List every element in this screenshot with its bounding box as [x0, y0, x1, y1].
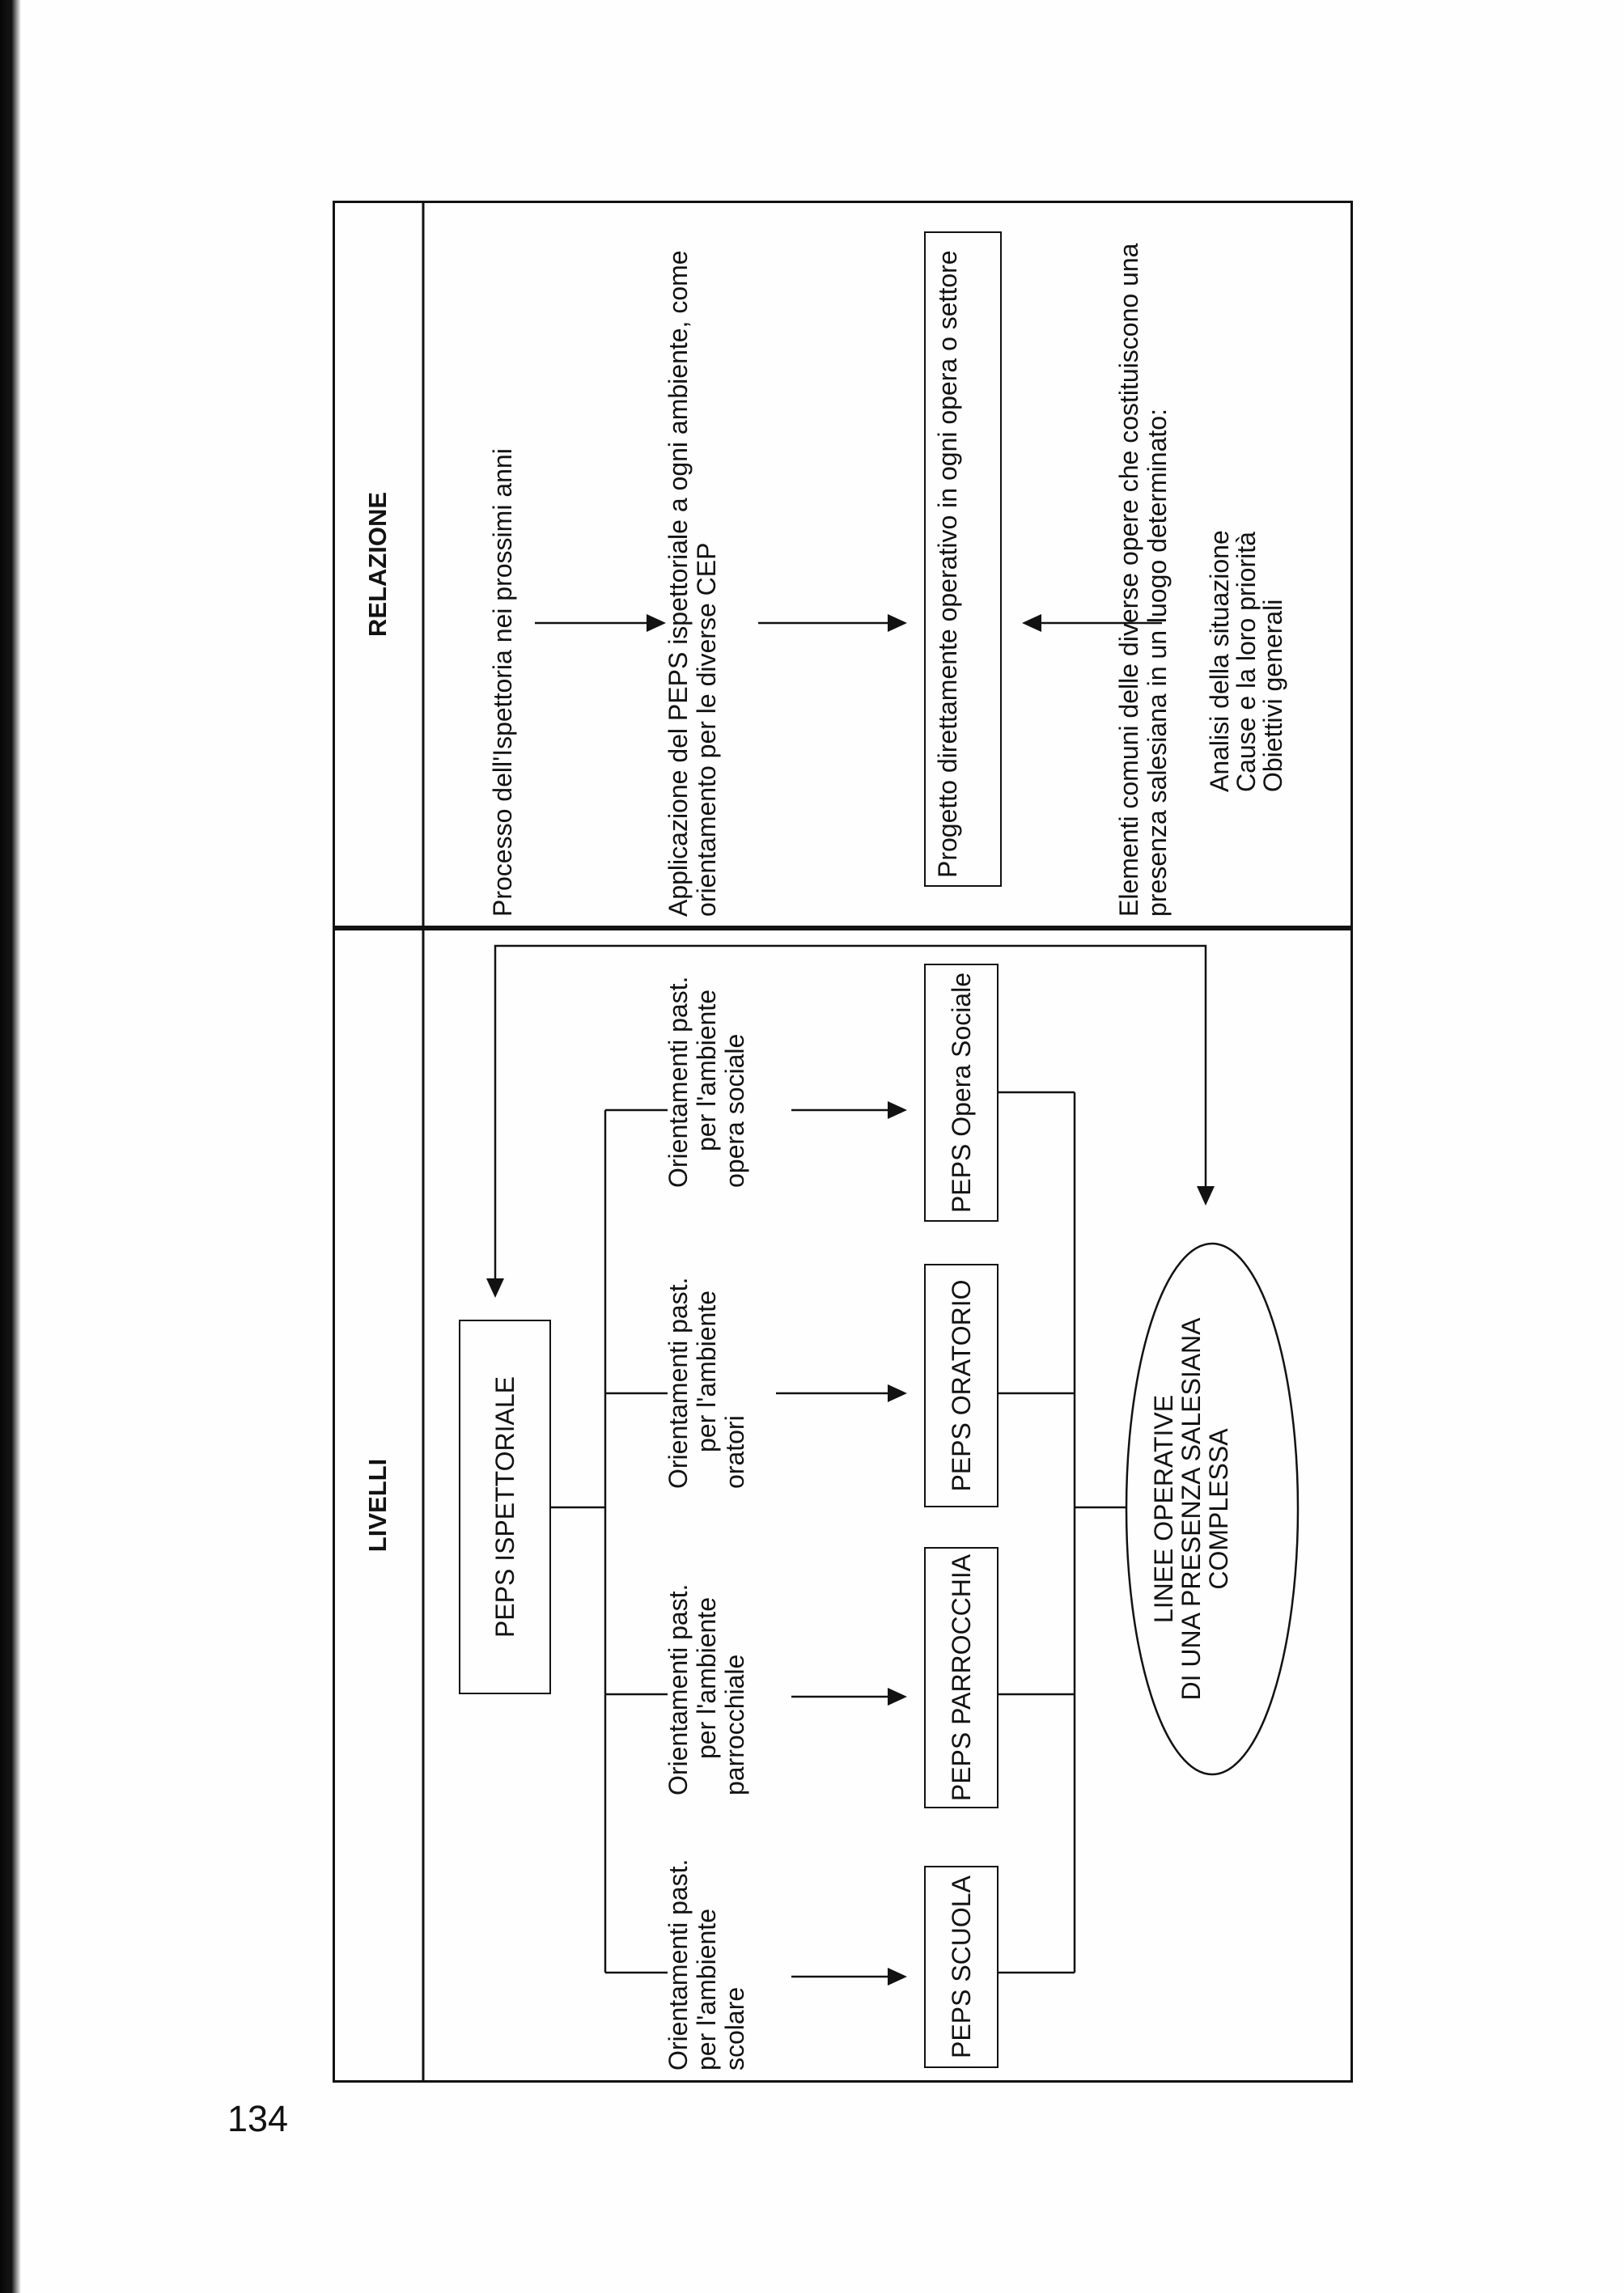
applicazione-line: Applicazione del PEPS ispettoriale a ogn… — [664, 250, 693, 917]
peps-oratorio-box: PEPS ORATORIO — [924, 1264, 999, 1507]
arrowhead-to-ispettoriale — [486, 1278, 504, 1298]
orientamenti-oratori: Orientamenti past. per l'ambiente orator… — [664, 1278, 749, 1489]
diagram-lines — [333, 201, 1353, 2083]
elementi-line: presenza salesiana in un luogo determina… — [1143, 409, 1172, 917]
arrowhead-scuola — [888, 1968, 907, 1986]
orientamenti-scolare: Orientamenti past. per l'ambiente scolar… — [664, 1859, 749, 2070]
orientamenti-opera-sociale: Orientamenti past. per l'ambiente opera … — [664, 977, 749, 1188]
orientamenti-line: Orientamenti past. — [664, 976, 693, 1188]
scan-edge-shadow — [0, 0, 21, 2293]
ellipse-line: DI UNA PRESENZA SALESIANA — [1177, 1317, 1206, 1701]
elementi-line: Elementi comuni delle diverse opere che … — [1114, 243, 1143, 917]
orientamenti-line: per l'ambiente — [692, 1909, 721, 2070]
progetto-label: Progetto direttamente operativo in ogni … — [933, 250, 962, 878]
feedback-connector-line — [494, 944, 1207, 1282]
arrowhead-applicazione — [888, 614, 907, 632]
orientamenti-line: Orientamenti past. — [664, 1859, 693, 2070]
peps-ispettoriale-box: PEPS ISPETTORIALE — [459, 1320, 551, 1694]
peps-ispettoriale-label: PEPS ISPETTORIALE — [490, 1375, 519, 1638]
arrowhead-oratorio — [888, 1384, 907, 1402]
orientamenti-line: parrocchiale — [720, 1654, 749, 1795]
arrowhead-opera-sociale — [888, 1101, 907, 1119]
linee-operative-text: LINEE OPERATIVE DI UNA PRESENZA SALESIAN… — [1149, 1266, 1233, 1752]
processo-text: Processo dell'Ispettoria nei prossimi an… — [488, 448, 517, 917]
arrowhead-to-ellipse — [1197, 1186, 1215, 1206]
page-number: 134 — [227, 2098, 289, 2139]
elementi-text: Elementi comuni delle diverse opere che … — [1114, 243, 1172, 917]
peps-opera-sociale-box: PEPS Opera Sociale — [924, 964, 999, 1222]
header-livelli: LIVELLI — [363, 1458, 392, 1553]
ellipse-line: LINEE OPERATIVE — [1149, 1394, 1178, 1624]
peps-parrocchia-box: PEPS PARROCCHIA — [924, 1547, 999, 1808]
ellipse-line: COMPLESSA — [1204, 1428, 1233, 1590]
elementi-list-item: Obiettivi generali — [1258, 599, 1287, 792]
arrowhead-elementi — [1022, 614, 1041, 632]
peps-parrocchia-label: PEPS PARROCCHIA — [946, 1553, 976, 1802]
elementi-list-item: Analisi della situazione — [1205, 530, 1234, 792]
orientamenti-line: Orientamenti past. — [664, 1583, 693, 1795]
orientamenti-line: scolare — [720, 1986, 749, 2070]
orientamenti-parrocchiale: Orientamenti past. per l'ambiente parroc… — [664, 1584, 749, 1795]
orientamenti-line: per l'ambiente — [692, 990, 721, 1151]
linee-operative-ellipse — [1125, 1242, 1300, 1776]
arrowhead-processo — [647, 614, 666, 632]
peps-oratorio-label: PEPS ORATORIO — [946, 1279, 976, 1492]
orientamenti-line: per l'ambiente — [692, 1597, 721, 1759]
elementi-list-item: Cause e la loro priorità — [1232, 532, 1261, 792]
diagram-landscape-frame: LIVELLI RELAZIONE PEPS ISPETTORIALE Orie… — [333, 201, 1353, 2083]
arrowhead-parrocchia — [888, 1688, 907, 1706]
applicazione-text: Applicazione del PEPS ispettoriale a ogn… — [664, 250, 721, 917]
progetto-box: Progetto direttamente operativo in ogni … — [924, 231, 1002, 887]
orientamenti-line: Orientamenti past. — [664, 1277, 693, 1489]
table-outer-border — [333, 201, 1353, 2083]
diagram-table: LIVELLI RELAZIONE PEPS ISPETTORIALE Orie… — [333, 201, 1353, 2083]
orientamenti-line: opera sociale — [720, 1033, 749, 1188]
applicazione-line: orientamento per le diverse CEP — [692, 542, 721, 917]
elementi-list: Analisi della situazione Cause e la loro… — [1205, 530, 1287, 792]
peps-scuola-label: PEPS SCUOLA — [946, 1876, 976, 2058]
peps-opera-sociale-label: PEPS Opera Sociale — [946, 972, 976, 1214]
orientamenti-line: per l'ambiente — [692, 1291, 721, 1452]
peps-scuola-box: PEPS SCUOLA — [924, 1866, 999, 2068]
orientamenti-line: oratori — [720, 1415, 749, 1489]
header-relazione: RELAZIONE — [363, 491, 392, 638]
